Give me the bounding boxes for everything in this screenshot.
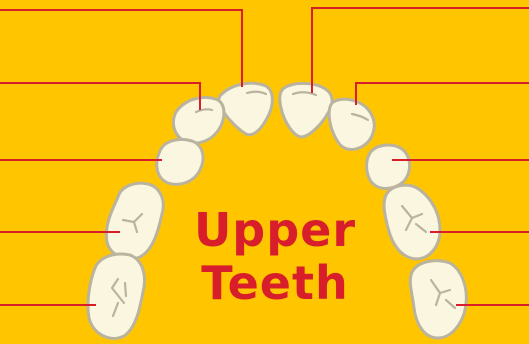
diagram-title-line-1: Upper [160, 205, 390, 255]
tooth-right-central-incisor [280, 83, 332, 137]
tooth-right-second-premolar [410, 261, 466, 338]
tooth-right-first-premolar [384, 185, 440, 259]
tooth-left-lateral-incisor [173, 97, 223, 143]
tooth-left-first-premolar [106, 183, 163, 259]
tooth-right-lateral-incisor [329, 99, 374, 149]
tooth-left-second-premolar [88, 254, 145, 338]
diagram-title-line-2: Teeth [160, 258, 390, 308]
tooth-left-central-incisor [219, 83, 272, 135]
tooth-left-canine [157, 139, 203, 184]
leader-line-left-lateral-incisor [0, 83, 200, 110]
leader-line-left-central-incisor [0, 10, 242, 87]
leader-line-right-lateral-incisor [356, 83, 529, 105]
leader-line-right-central-incisor [312, 8, 529, 93]
tooth-right-canine [367, 145, 410, 188]
